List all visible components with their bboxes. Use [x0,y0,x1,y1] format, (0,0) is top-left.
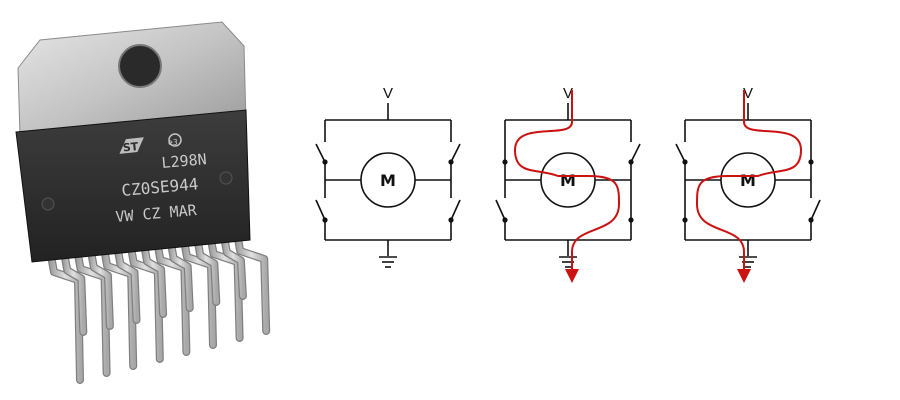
chip-e3-mark-icon [168,133,182,147]
chip-side-mark-right [219,171,233,185]
switch-bottom-right [628,198,634,223]
switch-top-right [448,143,461,165]
supply-voltage-label: V [743,85,753,102]
switch-top-left [502,142,508,165]
svg-text:ST: ST [122,140,139,155]
chip-pin [87,242,113,329]
motor-label: M [560,171,576,190]
ground-icon [559,256,577,268]
motor-symbol [540,152,596,208]
chip-part-number: L298N [161,150,208,172]
chip-side-mark-left [41,197,55,211]
st-logo-icon: ST [119,137,144,155]
motor-label: M [380,171,396,190]
current-flow-arrow [513,90,621,283]
l298n-chip: ST e3 L298N CZ0SE944 VW CZ MAR [15,21,271,384]
switch-bottom-left [682,198,688,223]
h-bridge-circuit-3: VM [675,85,821,283]
switch-bottom-right [448,199,461,223]
chip-e3-mark-text: e3 [168,138,178,147]
switch-bottom-left [315,199,328,223]
current-flow-arrow [695,90,803,283]
motor-label: M [740,171,756,190]
chip-mounting-hole [118,44,162,88]
h-bridge-circuit-2: VM [495,85,641,283]
chip-body [15,109,251,263]
switch-top-left [675,143,688,165]
motor-symbol [360,152,416,208]
switch-bottom-right [808,199,821,223]
chip-pin [73,244,110,376]
chip-pin [47,247,83,383]
h-bridge-circuit-1: VM [315,85,461,268]
switch-top-left [315,143,328,165]
chip-pin [60,245,87,335]
switch-top-right [808,142,814,165]
supply-voltage-label: V [383,85,393,102]
switch-bottom-left [495,199,508,223]
supply-voltage-label: V [563,85,573,102]
switch-top-right [628,143,641,165]
ground-icon [739,256,757,268]
motor-symbol [720,152,776,208]
ground-icon [379,256,397,268]
